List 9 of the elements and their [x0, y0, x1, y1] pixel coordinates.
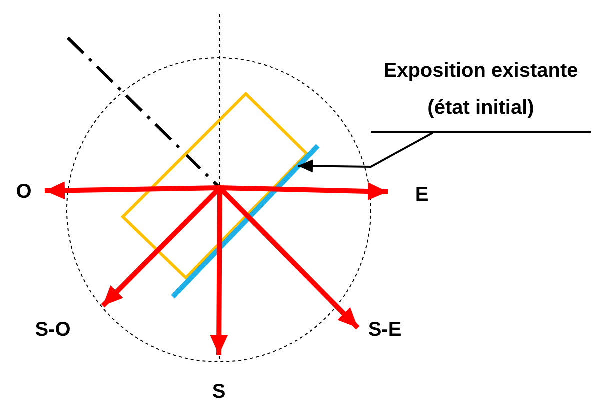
direction-label: O [10, 178, 38, 206]
callout-label: Exposition existante (état initial) [371, 52, 591, 133]
direction-arrow [220, 182, 388, 201]
direction-label: S [207, 378, 231, 406]
leader-line [298, 132, 434, 173]
direction-label: S-E [362, 316, 408, 344]
direction-label: S-O [30, 316, 76, 344]
direction-label: E [410, 181, 434, 209]
direction-arrow [44, 182, 220, 200]
